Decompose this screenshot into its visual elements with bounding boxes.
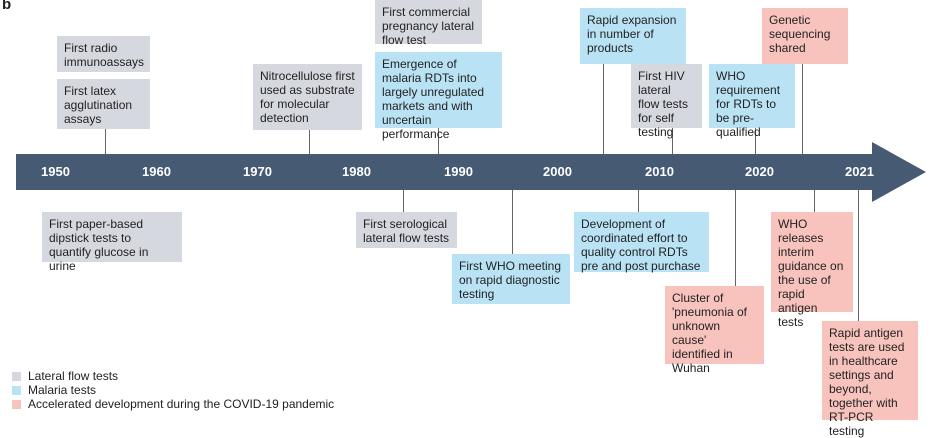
event-box: First WHO meeting on rapid diagnostic te… (452, 254, 570, 304)
year-label: 1980 (342, 164, 371, 179)
event-box: First commercial pregnancy lateral flow … (375, 0, 482, 47)
panel-label: b (2, 0, 12, 13)
event-connector (735, 190, 736, 286)
legend-swatch (12, 372, 21, 381)
year-label: 1990 (444, 164, 473, 179)
event-box: First HIV lateral flow tests for self te… (631, 64, 702, 139)
event-connector (403, 190, 404, 212)
timeline-arrow-shape (16, 142, 926, 202)
event-connector (858, 190, 859, 321)
event-connector (802, 64, 803, 154)
event-box: Nitrocellulose first used as substrate f… (253, 64, 362, 130)
event-box: Rapid expansion in number of products (580, 8, 686, 64)
year-label: 2020 (745, 164, 774, 179)
year-label: 2000 (543, 164, 572, 179)
event-box: Genetic sequencing shared (762, 8, 848, 64)
event-connector (105, 129, 106, 154)
event-connector (814, 190, 815, 212)
year-label: 1960 (142, 164, 171, 179)
legend-label: Malaria tests (28, 383, 97, 397)
year-label: 1970 (243, 164, 272, 179)
legend-label: Accelerated development during the COVID… (28, 397, 335, 411)
event-box: Development of coordinated effort to qua… (574, 212, 709, 273)
event-connector (512, 190, 513, 254)
event-box: WHO releases interim guidance on the use… (771, 212, 853, 329)
legend-label: Lateral flow tests (28, 369, 119, 383)
legend-swatch (12, 400, 21, 409)
event-box: First serological lateral flow tests (356, 212, 457, 248)
event-box: First latex agglutination assays (57, 79, 150, 129)
year-label: 2010 (645, 164, 674, 179)
timeline-arrow (16, 142, 926, 202)
event-connector (755, 128, 756, 154)
event-connector (672, 128, 673, 154)
event-box: WHO requirement for RDTs to be pre-quali… (709, 64, 795, 139)
legend-item: Accelerated development during the COVID… (12, 397, 334, 411)
event-box: First radio immunoassays (57, 36, 150, 72)
event-box: Cluster of 'pneumonia of unknown cause' … (665, 286, 764, 375)
event-box: Rapid antigen tests are used in healthca… (822, 321, 918, 438)
legend-swatch (12, 386, 21, 395)
year-label: 1950 (41, 164, 70, 179)
event-box: First paper-based dipstick tests to quan… (42, 212, 182, 273)
legend-item: Lateral flow tests (12, 369, 334, 383)
event-connector (638, 190, 639, 212)
event-connector (438, 128, 439, 154)
year-label: 2021 (845, 164, 874, 179)
legend-item: Malaria tests (12, 383, 334, 397)
event-connector (309, 130, 310, 154)
legend: Lateral flow tests Malaria tests Acceler… (12, 369, 334, 411)
event-box: Emergence of malaria RDTs into largely u… (375, 52, 502, 141)
event-connector (603, 64, 604, 154)
